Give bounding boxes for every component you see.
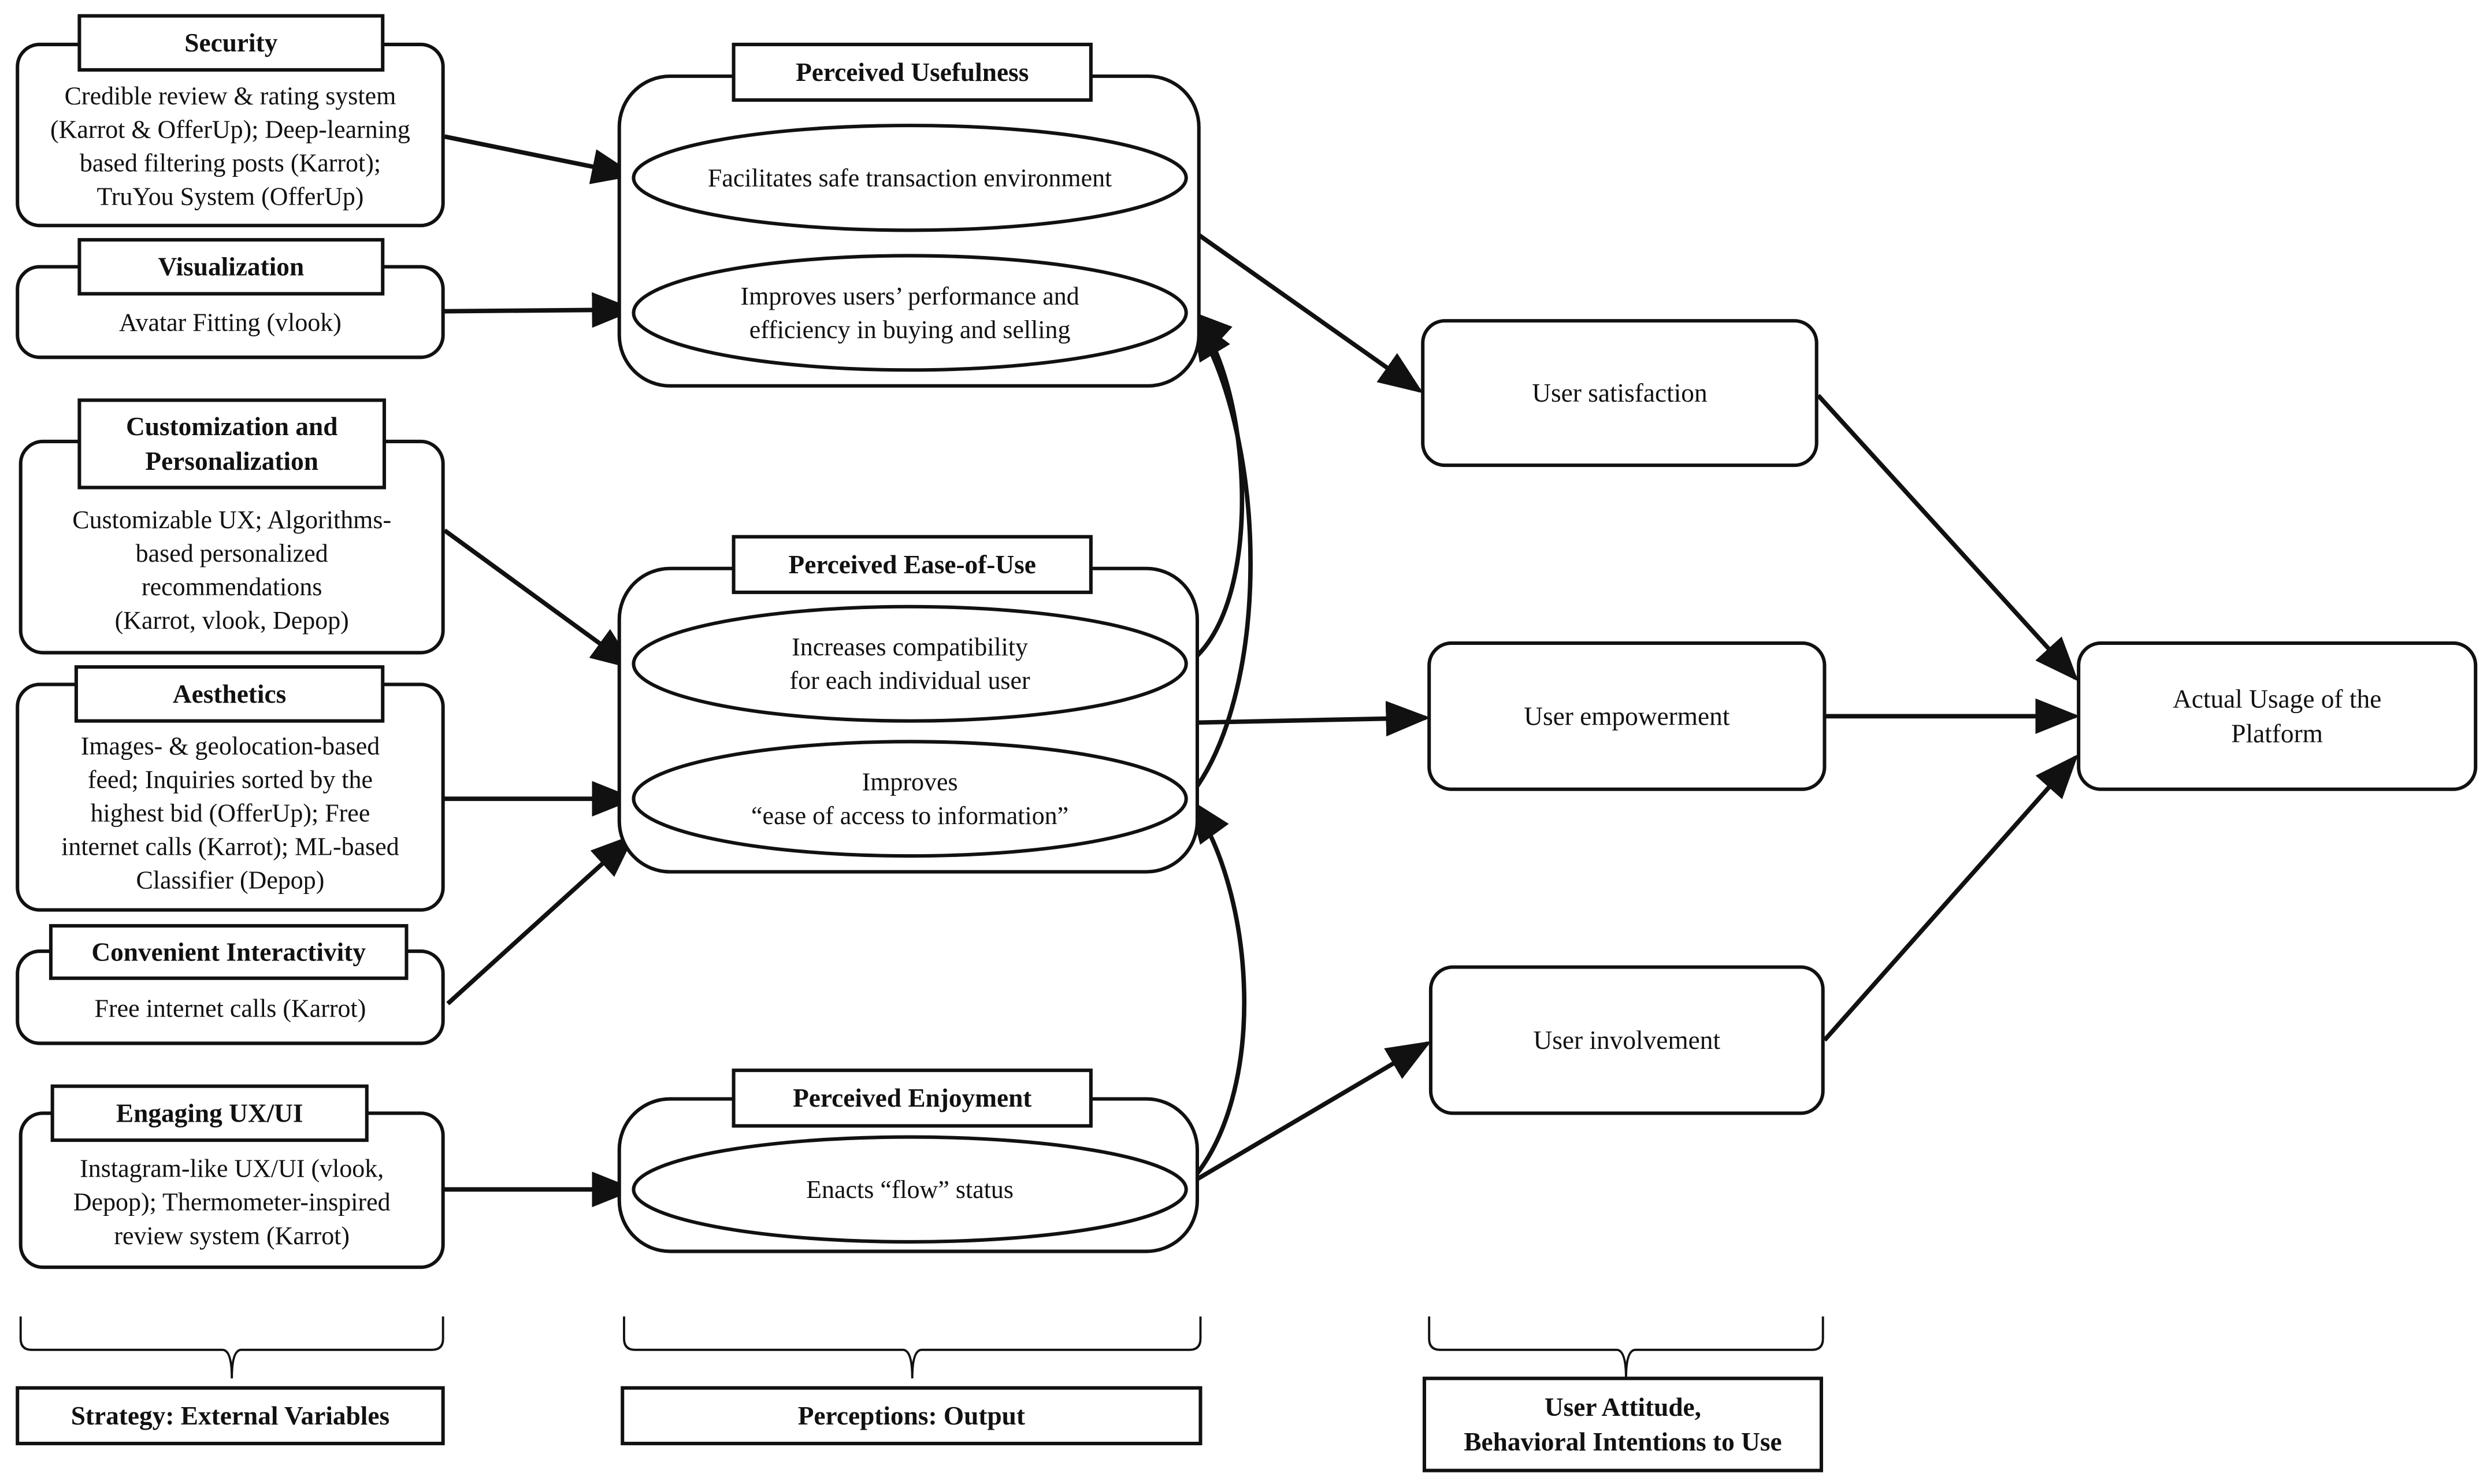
arrow-satisfaction-to-usage — [1816, 394, 2079, 682]
arrow-security-to-safe — [444, 134, 637, 184]
arrow-visualization-to-performance — [444, 292, 637, 328]
curve-access-to-performance — [1186, 315, 1253, 800]
strategy-body-engaging-line: Instagram-like UX/UI (vlook, — [80, 1155, 384, 1183]
strategy-body-customization-line: recommendations — [142, 573, 322, 601]
strategy-title-box-aesthetics — [74, 665, 385, 723]
strategy-body-engaging-line: review system (Karrot) — [114, 1222, 350, 1250]
footer-box-strategy — [16, 1386, 445, 1445]
footer-label-perceptions-line: Perceptions: Output — [798, 1401, 1025, 1430]
brace-attitude — [1428, 1316, 1824, 1379]
strategy-body-security-line: (Karrot & OfferUp); Deep-learning — [50, 115, 410, 143]
strategy-body-visualization-line: Avatar Fitting (vlook) — [119, 308, 342, 336]
arrow-enjoyment-to-involvement — [1186, 1041, 1432, 1187]
ellipse-text-access-line: “ease of access to information” — [751, 802, 1068, 830]
attitude-box-involvement — [1428, 965, 1825, 1115]
attitude-text-involvement-line: User involvement — [1534, 1026, 1721, 1055]
strategy-title-engaging-line: Engaging UX/UI — [116, 1099, 303, 1127]
attitude-text-empowerment-line: User empowerment — [1524, 702, 1730, 730]
curve-flow-to-access — [1186, 798, 1247, 1186]
ellipse-compat — [632, 604, 1188, 723]
ellipse-safe — [632, 124, 1188, 232]
strategy-title-customization-line: Customization and — [126, 412, 337, 441]
attitude-text-satisfaction-line: User satisfaction — [1532, 379, 1707, 407]
strategy-title-box-customization — [77, 398, 387, 489]
strategy-body-aesthetics-line: internet calls (Karrot); ML-based — [61, 833, 399, 861]
strategy-title-box-visualization — [77, 238, 385, 296]
strategy-body-security-line: Credible review & rating system — [65, 81, 396, 110]
footer-label-strategy-line: Strategy: External Variables — [71, 1401, 389, 1430]
strategy-body-security-line: based filtering posts (Karrot); — [80, 149, 381, 177]
arrow-involvement-to-usage — [1823, 754, 2079, 1042]
strategy-title-visualization-line: Visualization — [158, 253, 304, 281]
arrow-usefulness-to-satisfaction — [1197, 233, 1424, 394]
attitude-box-satisfaction — [1421, 319, 1818, 468]
ellipse-access — [632, 740, 1188, 858]
ellipse-text-compat-line: Increases compatibility — [792, 633, 1028, 661]
ellipse-text-flow-line: Enacts “flow” status — [806, 1175, 1014, 1204]
strategy-title-interactivity-line: Convenient Interactivity — [91, 937, 366, 966]
strategy-title-box-interactivity — [49, 924, 409, 980]
outcome-text-line: Platform — [2231, 719, 2323, 748]
arrow-ease-to-empowerment — [1198, 700, 1431, 737]
strategy-body-security-line: TruYou System (OfferUp) — [97, 182, 363, 210]
strategy-title-aesthetics-line: Aesthetics — [173, 680, 286, 708]
ellipse-text-access-line: Improves — [862, 768, 958, 796]
perception-title-enjoyment: Perceived Enjoyment — [793, 1084, 1031, 1112]
outcome-box-usage — [2077, 641, 2478, 791]
strategy-body-aesthetics-line: highest bid (OfferUp); Free — [91, 799, 370, 827]
strategy-title-security-line: Security — [184, 28, 277, 57]
strategy-title-box-engaging — [50, 1084, 369, 1142]
perception-title-ease: Perceived Ease-of-Use — [789, 550, 1036, 579]
arrow-interactivity-to-access — [446, 834, 636, 1006]
perception-title-box-usefulness — [732, 42, 1093, 102]
footer-label-attitude-line: User Attitude, — [1545, 1393, 1701, 1422]
strategy-body-customization-line: (Karrot, vlook, Depop) — [115, 606, 349, 635]
brace-strategy — [19, 1316, 444, 1379]
brace-perceptions — [623, 1316, 1202, 1379]
attitude-box-empowerment — [1427, 641, 1827, 791]
ellipse-text-performance-line: Improves users’ performance and — [741, 282, 1079, 310]
ellipse-text-performance-line: efficiency in buying and selling — [749, 316, 1071, 344]
ellipse-text-safe-line: Facilitates safe transaction environment — [708, 164, 1112, 192]
perception-title-box-enjoyment — [732, 1069, 1093, 1128]
ellipse-text-compat-line: for each individual user — [790, 666, 1031, 695]
strategy-body-aesthetics-line: Classifier (Depop) — [136, 866, 325, 895]
strategy-body-interactivity-line: Free internet calls (Karrot) — [95, 994, 366, 1022]
strategy-body-aesthetics-line: feed; Inquiries sorted by the — [88, 765, 373, 793]
strategy-body-customization-line: based personalized — [136, 539, 328, 567]
strategy-title-customization-line: Personalization — [145, 447, 318, 476]
footer-label-attitude-line: Behavioral Intentions to Use — [1464, 1427, 1781, 1456]
footer-box-attitude — [1422, 1377, 1823, 1472]
perception-title-box-ease — [732, 535, 1093, 595]
strategy-body-customization-line: Customizable UX; Algorithms- — [72, 506, 391, 534]
ellipse-performance — [632, 254, 1188, 372]
footer-box-perceptions — [621, 1386, 1202, 1445]
outcome-text-line: Actual Usage of the — [2173, 684, 2381, 713]
perception-title-usefulness: Perceived Usefulness — [796, 58, 1029, 87]
ellipse-flow — [632, 1135, 1188, 1244]
strategy-body-aesthetics-line: Images- & geolocation-based — [81, 732, 380, 760]
strategy-title-box-security — [77, 14, 385, 72]
strategy-body-engaging-line: Depop); Thermometer-inspired — [73, 1188, 391, 1216]
arrow-customization-to-compat — [443, 528, 636, 670]
